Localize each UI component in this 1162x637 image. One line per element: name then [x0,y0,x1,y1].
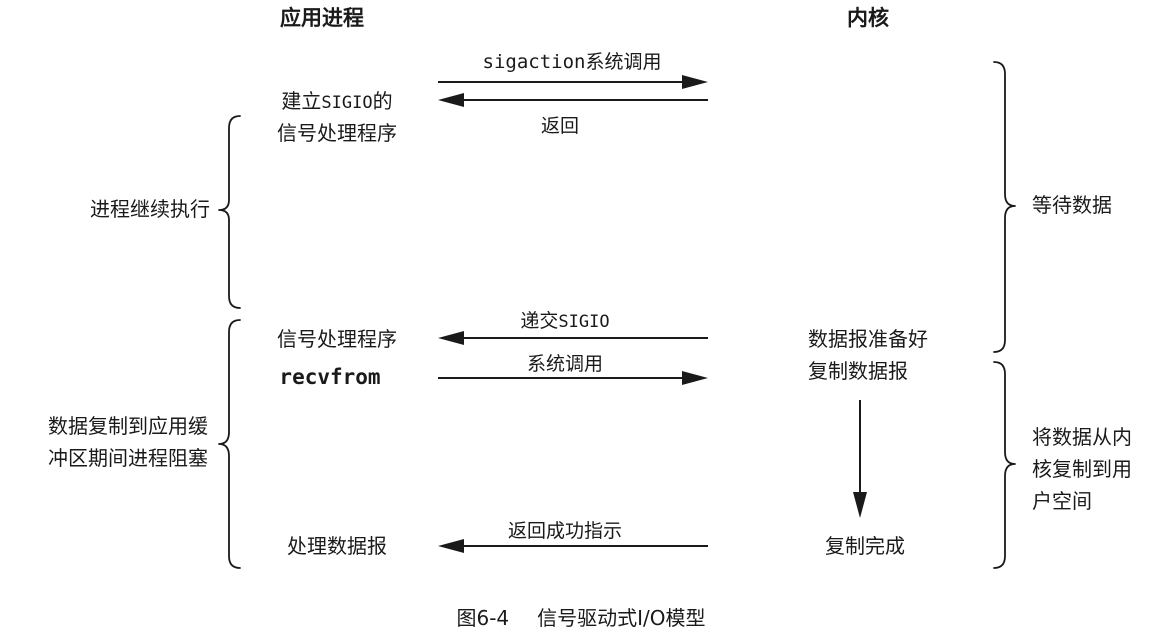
return-success-arrow [438,539,708,553]
process-datagram-label: 处理数据报 [287,534,387,558]
return-arrow [438,93,708,107]
continue-execution-brace [218,115,241,309]
setup-text: 建立 [281,89,321,113]
deliver-text: 递交 [520,310,558,332]
recvfrom-label: recvfrom [279,365,380,389]
deliver-code: SIGIO [558,312,609,332]
sigaction-call-code: sigaction [483,51,586,73]
blocked-label-line1: 数据复制到应用缓 [48,414,208,438]
datagram-ready-label: 数据报准备好 [808,327,928,351]
blocked-label-line2: 冲区期间进程阻塞 [48,446,208,470]
copy-to-user-label-line3: 户空间 [1032,489,1092,513]
deliver-sigio-label: 递交SIGIO [520,310,609,332]
copy-to-user-label-line2: 核复制到用 [1032,457,1132,481]
blocked-brace [218,319,241,569]
recvfrom-call-arrow [438,371,708,385]
copy-progress-arrow [853,400,867,518]
return-success-label: 返回成功指示 [508,520,622,542]
figure-caption: 图6-4 信号驱动式I/O模型 [456,606,705,630]
wait-data-brace [993,61,1016,353]
setup-handler-line1: 建立SIGIO的 [281,89,392,113]
sigaction-call-text: 系统调用 [585,51,661,73]
sigaction-call-arrow [438,75,708,89]
setup-code: SIGIO [321,93,372,113]
signal-handler-label: 信号处理程序 [277,327,397,351]
copy-datagram-label: 复制数据报 [808,359,908,383]
deliver-sigio-arrow [438,331,708,345]
kernel-column-header: 内核 [847,6,889,30]
copy-to-user-brace [993,361,1016,569]
copy-complete-label: 复制完成 [825,534,905,558]
setup-handler-line2: 信号处理程序 [277,121,397,145]
syscall-label: 系统调用 [527,353,603,375]
copy-to-user-label-line1: 将数据从内 [1032,425,1132,449]
process-column-header: 应用进程 [280,6,364,30]
figure-label: 图6-4 [456,606,509,630]
sigaction-call-label: sigaction系统调用 [483,51,662,73]
figure-title: 信号驱动式I/O模型 [537,606,705,630]
wait-data-label: 等待数据 [1032,193,1112,217]
setup-tail: 的 [373,89,393,113]
continue-execution-label: 进程继续执行 [90,197,210,221]
return-label: 返回 [541,115,579,137]
